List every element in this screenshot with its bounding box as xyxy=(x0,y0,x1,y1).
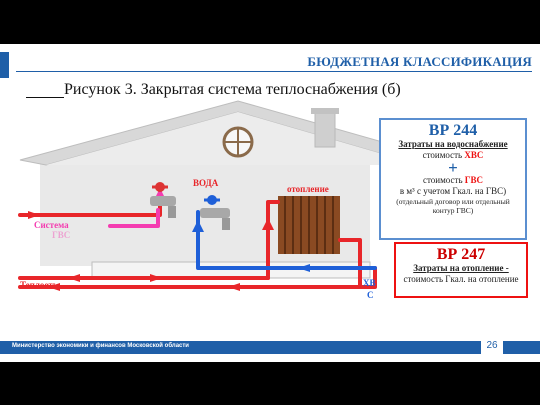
header-rule xyxy=(16,71,532,72)
water-label: ВОДА xyxy=(193,178,219,188)
system-label-tail: ГВС xyxy=(52,230,71,240)
arrow-icon xyxy=(68,274,80,282)
heat-label: Теплоеть xyxy=(20,280,58,290)
heat-supply-riser xyxy=(266,200,280,280)
arrow-icon xyxy=(150,274,162,282)
cold-faucet-icon xyxy=(200,195,230,230)
vr244-box: ВР 244 Затраты на водоснабжение стоимост… xyxy=(379,118,527,240)
header-accent xyxy=(0,52,9,78)
vr244-line3-prefix: стоимость xyxy=(422,175,465,185)
footer-ministry: Министерство экономики и финансов Москов… xyxy=(12,343,189,349)
vr247-line2: стоимость Гкал. на отопление xyxy=(403,274,519,284)
arrow-icon xyxy=(228,283,240,291)
chimney-cap xyxy=(311,108,339,114)
arrow-icon xyxy=(298,264,310,272)
vr244-line6: контур ГВС) xyxy=(432,206,474,215)
chimney xyxy=(314,111,336,148)
vr247-box: ВР 247 Затраты на отопление - стоимость … xyxy=(394,242,528,298)
hot-faucet-icon xyxy=(150,182,176,218)
arrow-icon xyxy=(48,283,60,291)
heating-label: отопление xyxy=(287,184,329,194)
top-bar xyxy=(0,0,540,44)
vr244-line1: Затраты на водоснабжение xyxy=(398,139,508,149)
system-label: Система xyxy=(34,220,69,230)
heat-return-pipe xyxy=(18,266,377,289)
arrow-icon xyxy=(28,211,40,219)
vr247-code: ВР 247 xyxy=(436,246,486,263)
vr247-line1: Затраты на отопление - xyxy=(413,263,509,273)
arrow-icon xyxy=(192,220,204,232)
vr244-line4: в м³ с учетом Гкал. на ГВС) xyxy=(399,186,507,196)
radiator xyxy=(278,196,340,254)
title-underline xyxy=(26,97,64,98)
page-number: 26 xyxy=(481,337,503,355)
cold-water-label: ХВ xyxy=(363,278,376,288)
figure-title: Рисунок 3. Закрытая система теплоснабжен… xyxy=(64,81,401,98)
header-title: БЮДЖЕТНАЯ КЛАССИФИКАЦИЯ xyxy=(307,54,532,69)
cold-water-label-tail: С xyxy=(367,290,374,300)
vr244-hvs: ХВС xyxy=(464,150,484,160)
vr244-line5: (отдельный договор или отдельный xyxy=(396,197,510,206)
vr244-gvs: ГВС xyxy=(464,175,484,185)
vr244-code: ВР 244 xyxy=(428,122,478,139)
footer-bar xyxy=(0,341,540,354)
plus-icon: + xyxy=(448,158,458,177)
arrow-icon xyxy=(262,218,274,230)
vr244-line2-prefix: стоимость xyxy=(422,150,465,160)
